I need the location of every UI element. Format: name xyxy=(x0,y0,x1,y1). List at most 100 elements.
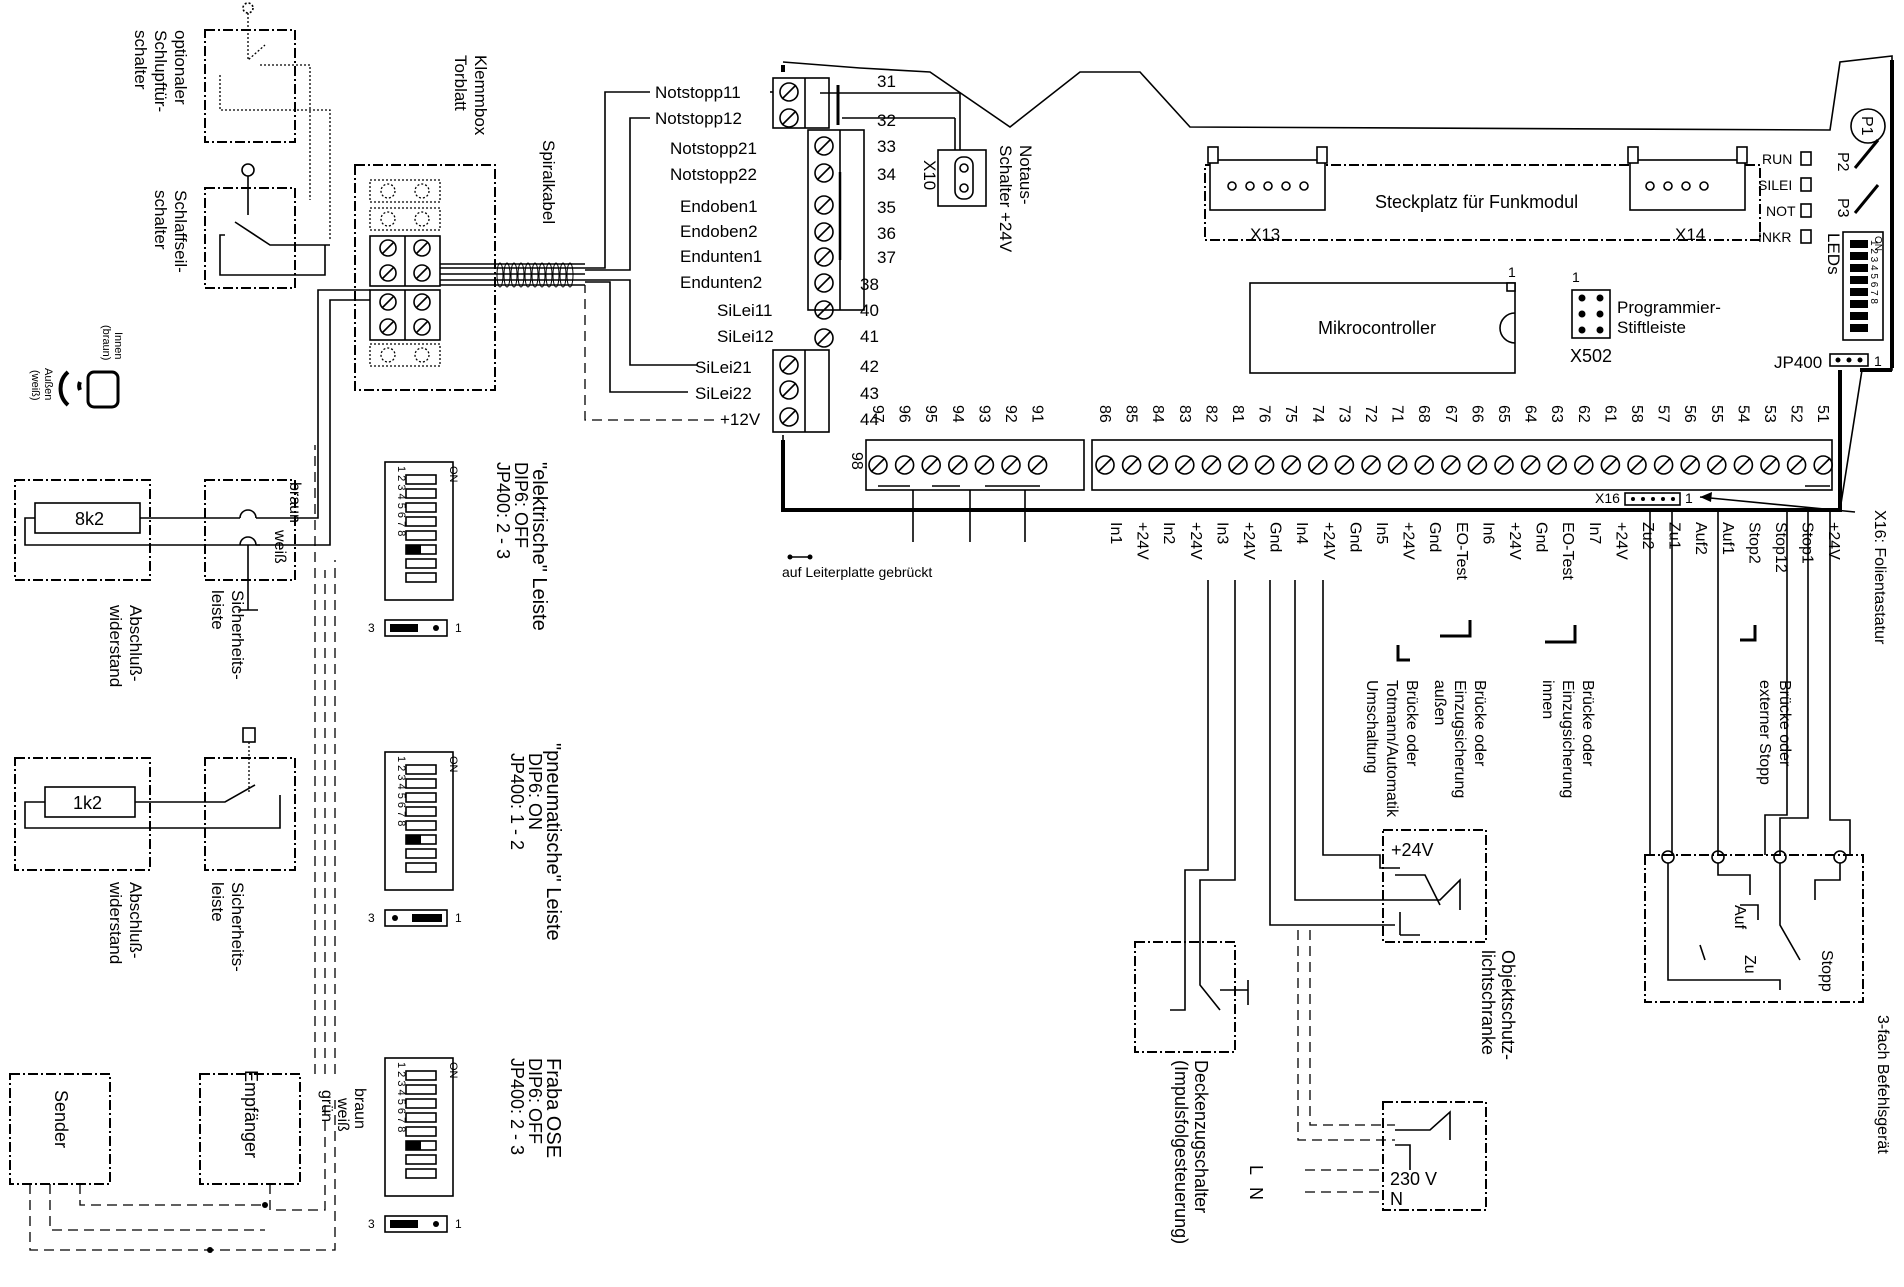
terminal-label-22: Zu1 xyxy=(1666,522,1683,550)
dip-slot xyxy=(405,1084,437,1095)
terminal-33: 33 xyxy=(877,137,896,156)
schlaff-line2: schalter xyxy=(151,190,170,250)
terminal-number-65: 65 xyxy=(1495,405,1512,423)
dip-slot xyxy=(405,516,437,527)
terminal-label-9: +24V xyxy=(1320,522,1337,560)
sensor-innen-aussen: Innen (braun) Außen (weiß) xyxy=(29,325,124,409)
dip-slot xyxy=(405,1154,437,1165)
potentiometers: P1 P2 P3 xyxy=(1834,108,1886,218)
pneumatisch-jp: JP400: 1 - 2 xyxy=(507,753,527,850)
label-endunten1: Endunten1 xyxy=(680,247,762,266)
jp400-pin1: 1 xyxy=(1874,353,1882,369)
screw-terminal-82 xyxy=(1201,455,1222,475)
braun-label-ose: braun xyxy=(351,1088,368,1129)
pneumatisch-title: "pneumatische" Leiste xyxy=(542,743,564,941)
weiss-label-ose: weiß xyxy=(334,1097,351,1132)
bridge-notes: Brücke oder Totmann/Automatik Umschaltun… xyxy=(1363,620,1793,818)
config-pneumatisch: ON 1 2 3 4 5 6 7 8 3 1 "pneumatische" Le… xyxy=(368,743,564,941)
dip-slot xyxy=(405,862,437,873)
sicherheitsleiste-1: braun weiß Sicherheits- leiste xyxy=(204,289,370,680)
label-notstopp11: Notstopp11 xyxy=(655,83,741,102)
klemmbox-line1: Klemmbox xyxy=(471,55,490,136)
terminal-number-84: 84 xyxy=(1149,405,1166,423)
coil-turn xyxy=(531,262,539,288)
terminal-number-61: 61 xyxy=(1601,405,1618,423)
status-leds: RUN SILEI NOT INKR LEDs xyxy=(1758,151,1843,275)
braun-paren-label: (braun) xyxy=(100,325,112,360)
screw-slot-94 xyxy=(950,457,966,473)
terminal-32: 32 xyxy=(877,111,896,130)
screw-slot-67 xyxy=(1443,457,1459,473)
terminal-number-62: 62 xyxy=(1575,405,1592,423)
dip-elek-nums: 1 2 3 4 5 6 7 8 xyxy=(395,466,407,536)
terminal-label-2: +24V xyxy=(1134,522,1151,560)
dip-slot xyxy=(405,778,437,789)
terminal-number-58: 58 xyxy=(1628,405,1645,423)
befehl-stopp: Stopp xyxy=(1818,950,1835,992)
screw-terminal-93 xyxy=(974,455,995,475)
bridge1-line1: Brücke oder xyxy=(1403,680,1420,767)
screw-terminal-54 xyxy=(1733,455,1754,475)
weiss-paren-label: (weiß) xyxy=(29,370,41,401)
screw-slot-91 xyxy=(1030,457,1046,473)
dip-slot xyxy=(405,820,437,831)
x14-label: X14 xyxy=(1675,225,1705,244)
objekt-line2: lichtschranke xyxy=(1478,950,1498,1055)
terminal-label-25: Stop2 xyxy=(1745,522,1762,564)
label-l: L xyxy=(1246,1165,1266,1175)
screw-slot-65 xyxy=(1496,457,1512,473)
config-fraba-ose: ON 1 2 3 4 5 6 7 8 3 1 Fraba OSE DIP6: O… xyxy=(368,1057,564,1233)
sich1-line2: leiste xyxy=(208,590,227,630)
board-dip-on: ON xyxy=(1872,236,1883,251)
x502-pin1: 1 xyxy=(1572,269,1580,285)
screw-slot-57 xyxy=(1656,457,1672,473)
jp400-jumper: JP400 1 xyxy=(1774,353,1882,372)
coil-turn xyxy=(496,262,504,288)
supply-n: N xyxy=(1390,1189,1403,1209)
screw-terminal-84 xyxy=(1148,455,1168,475)
optional-line2: Schlupftür- xyxy=(151,30,170,112)
funkmodul-label: Steckplatz für Funkmodul xyxy=(1375,192,1578,212)
terminal-37: 37 xyxy=(877,248,896,267)
screw-terminal-52 xyxy=(1786,455,1807,475)
bridged-note-text: auf Leiterplatte gebrückt xyxy=(782,564,932,580)
abschl2-line1: Abschluß- xyxy=(126,882,145,959)
x10-label: X10 xyxy=(920,160,939,190)
schlaff-line1: Schlaffseil- xyxy=(171,190,190,273)
abschl1-line2: widerstand xyxy=(106,604,125,687)
screw-terminal-72 xyxy=(1361,455,1381,475)
terminal-number-66: 66 xyxy=(1468,405,1485,423)
label-endoben2: Endoben2 xyxy=(680,222,758,241)
screw-terminal-53 xyxy=(1760,455,1780,475)
screw-terminal-65 xyxy=(1494,455,1514,475)
terminal-98: 98 xyxy=(848,452,865,470)
terminal-number-86: 86 xyxy=(1096,405,1113,423)
sich2-line1: Sicherheits- xyxy=(228,882,247,972)
screw-slot-74 xyxy=(1310,457,1326,473)
terminal-label-28: +24V xyxy=(1825,522,1842,560)
x502-label: X502 xyxy=(1570,346,1612,366)
terminal-number-71: 71 xyxy=(1389,405,1406,423)
screw-terminal-67 xyxy=(1441,455,1461,475)
screw-terminal-58 xyxy=(1627,455,1647,475)
screw-terminal-62 xyxy=(1574,455,1594,475)
dip-slot xyxy=(405,474,437,485)
objekt-line1: Objektschutz- xyxy=(1498,950,1518,1060)
terminal-label-21: Zu2 xyxy=(1639,522,1656,550)
programmier-label: Programmier- xyxy=(1617,298,1721,317)
label-silei12: SiLei12 xyxy=(717,327,774,346)
decken-line1: Deckenzugschalter xyxy=(1191,1060,1211,1213)
leds-label: LEDs xyxy=(1824,233,1843,275)
terminal-label-6: +24V xyxy=(1240,522,1257,560)
terminal-44: 44 xyxy=(860,410,879,429)
terminal-strip-top: 31 32 33 34 35 36 37 38 40 41 42 43 44 N… xyxy=(584,72,961,433)
schlupftuer-switch: optionaler Schlupftür- schalter xyxy=(131,2,331,240)
terminal-label-10: Gnd xyxy=(1346,522,1363,552)
terminal-40: 40 xyxy=(860,301,879,320)
screw-terminal-92 xyxy=(1001,455,1021,475)
lichtschranke-supply: 230 V N L N xyxy=(1246,930,1487,1211)
terminal-number-75: 75 xyxy=(1282,405,1299,423)
bridge2-line1: Brücke oder xyxy=(1471,680,1488,767)
